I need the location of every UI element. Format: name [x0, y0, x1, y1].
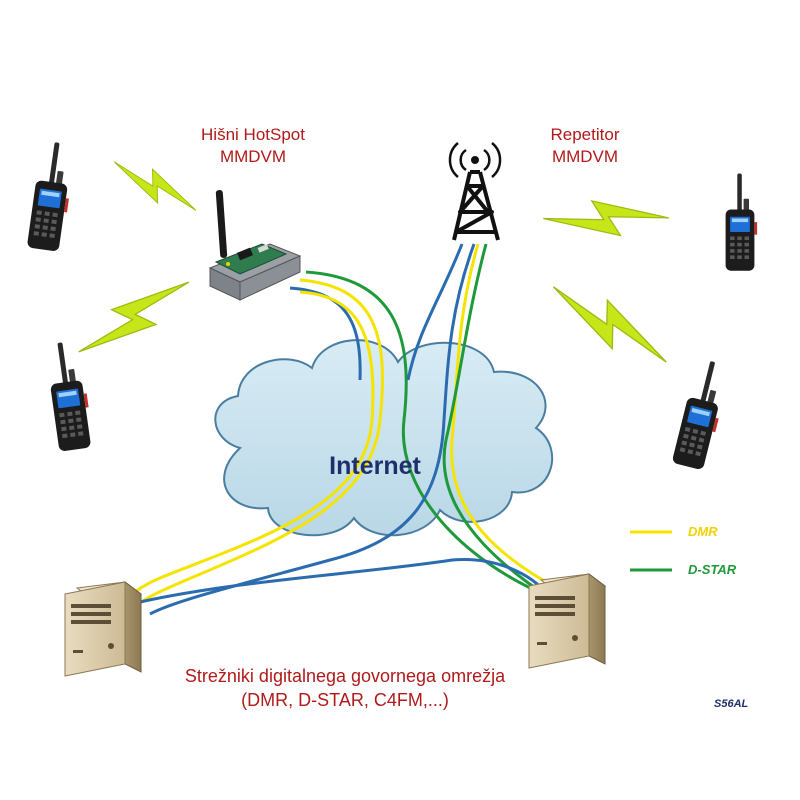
legend — [630, 530, 672, 572]
server-icon — [64, 581, 142, 677]
repeater-label: Repetitor MMDVM — [510, 124, 660, 168]
hotspot-label: Hišni HotSpot MMDVM — [178, 124, 328, 168]
blue-link — [149, 243, 476, 616]
dmr-link — [450, 243, 557, 590]
lightning-icon — [69, 260, 198, 374]
hotspot-title: Hišni HotSpot — [201, 125, 305, 144]
blue-link — [139, 558, 554, 604]
repeater-subtitle: MMDVM — [551, 147, 619, 166]
servers-line1: Strežniki digitalnega govornega omrežja — [184, 666, 506, 686]
hotspot-board-icon — [208, 190, 302, 301]
antenna-tower-icon — [448, 142, 502, 241]
cloud-icon — [214, 339, 553, 537]
servers-label: Strežniki digitalnega govornega omrežja … — [130, 664, 560, 712]
repeater-title: Repetitor — [550, 125, 620, 144]
blue-link — [289, 286, 362, 381]
radio-icon — [725, 173, 758, 271]
internet-label: Internet — [329, 452, 421, 480]
lightning-icon — [541, 192, 672, 245]
lightning-icon — [539, 274, 680, 375]
servers-line2: (DMR, D-STAR, C4FM,...) — [241, 690, 449, 710]
radio-icon — [671, 357, 732, 472]
author-signature: S56AL — [714, 698, 749, 710]
radio-icon — [26, 140, 77, 253]
hotspot-subtitle: MMDVM — [219, 147, 287, 166]
legend-dstar-label: D-STAR — [688, 562, 737, 577]
server-icon — [528, 573, 606, 669]
radio-icon — [44, 339, 95, 452]
internet-cloud — [214, 339, 553, 537]
blue-link — [406, 243, 464, 381]
legend-dmr-label: DMR — [688, 524, 718, 539]
